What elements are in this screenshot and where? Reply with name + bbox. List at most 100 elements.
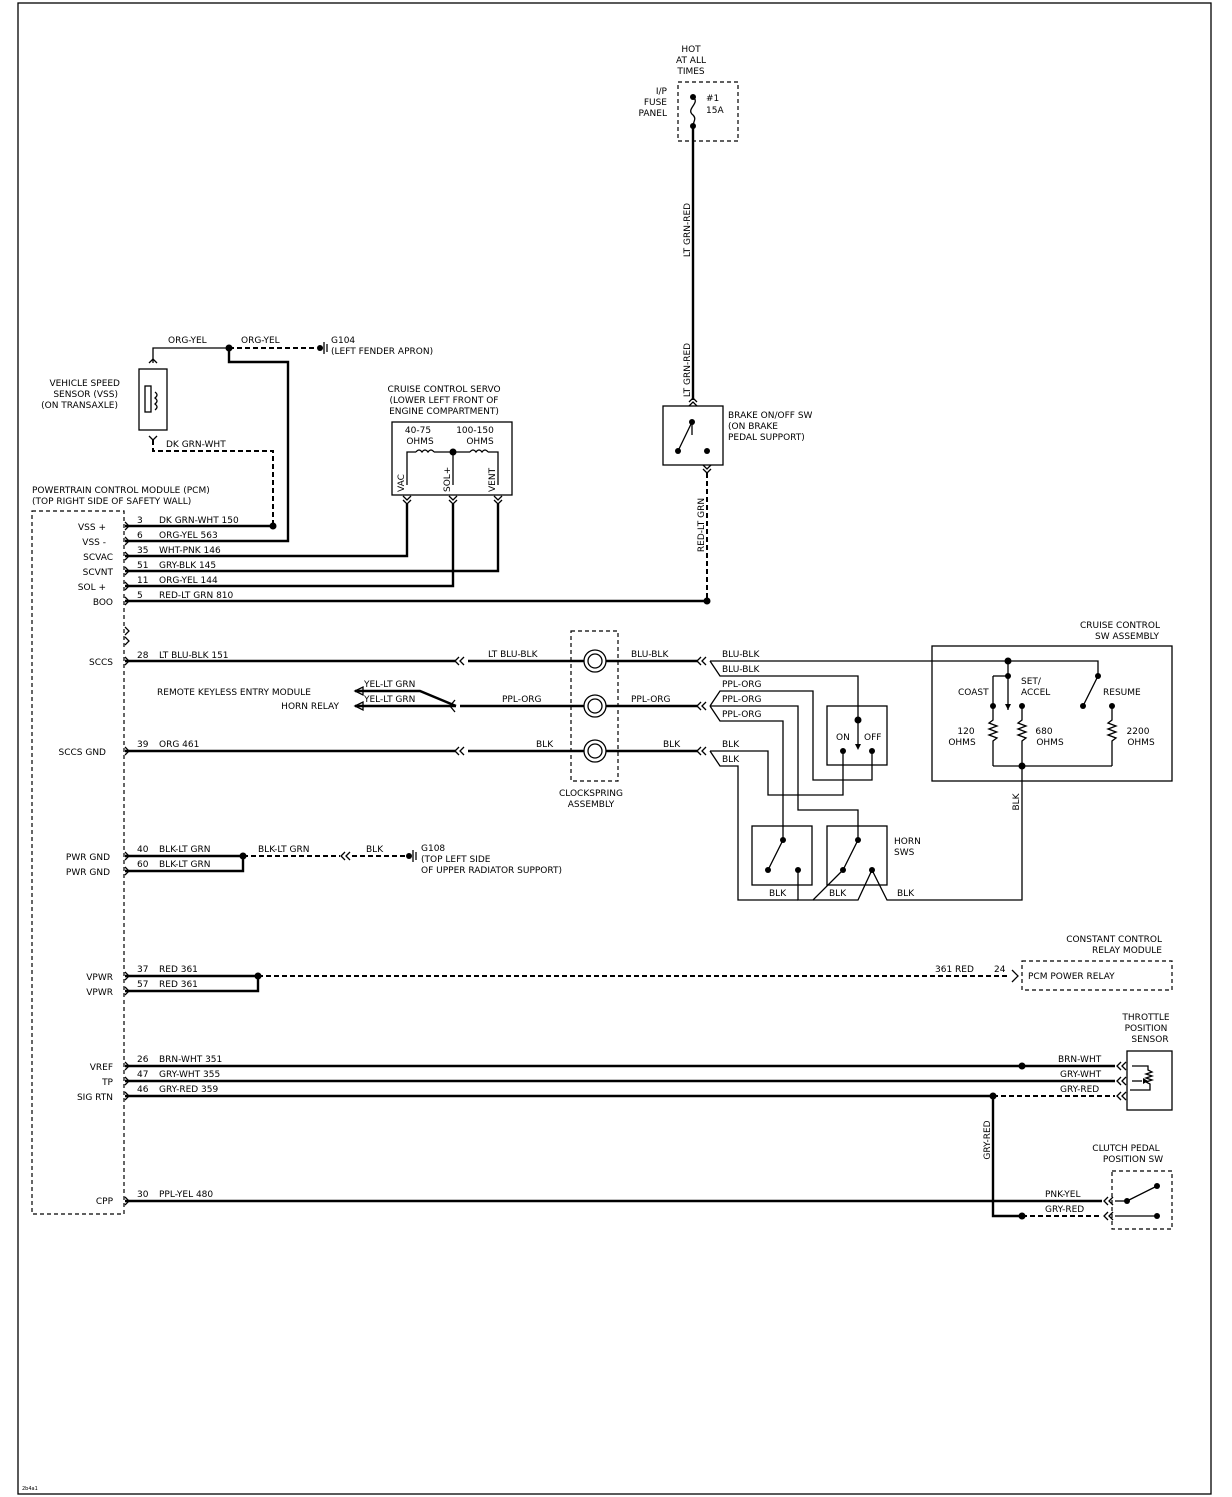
g108-location-1: (TOP LEFT SIDE: [421, 855, 491, 865]
pcm-pin-name: SOL +: [78, 583, 106, 593]
pcm-pin-number: 39: [137, 740, 149, 750]
pcm-pin-name: SIG RTN: [77, 1093, 113, 1103]
fuse-at-all-label: AT ALL: [676, 56, 706, 66]
cruise-coast-label: COAST: [958, 688, 989, 698]
cruise-resume-label: RESUME: [1103, 688, 1141, 698]
pcm-pin-wire: LT BLU-BLK 151: [159, 651, 229, 661]
cruise-r1-unit: OHMS: [948, 738, 976, 748]
g108-ground: BLK-LT GRN BLK G108 (TOP LEFT SIDE OF UP…: [125, 844, 562, 876]
pcm-pin-wire: ORG-YEL 563: [159, 531, 218, 541]
pcm-pin-number: 26: [137, 1055, 149, 1065]
clockspring-label-1: CLOCKSPRING: [559, 789, 623, 799]
tps-label-3: SENSOR: [1131, 1035, 1168, 1045]
tps-label-2: POSITION: [1125, 1024, 1168, 1034]
fuse-fuse-label: FUSE: [644, 98, 667, 108]
sw-wire-g: BLK: [722, 755, 740, 765]
pcm-pin-name: SCCS: [89, 658, 113, 668]
servo-label-3: ENGINE COMPARTMENT): [389, 407, 499, 417]
vss-label-3: (ON TRANSAXLE): [41, 401, 118, 411]
power-relay: 361 RED 24 CONSTANT CONTROL RELAY MODULE…: [125, 935, 1173, 993]
pcm-pin-name: VSS -: [82, 538, 106, 548]
horn-label-2: SWS: [894, 848, 915, 858]
servo-r2-value: 100-150: [456, 426, 494, 436]
pcm-pin-wire: WHT-PNK 146: [159, 546, 221, 556]
cruise-servo: CRUISE CONTROL SERVO (LOWER LEFT FRONT O…: [125, 385, 513, 588]
cpp-vert-wire: GRY-RED: [983, 1120, 993, 1159]
page-frame: [17, 2, 1212, 1495]
sw-wire-d: PPL-ORG: [722, 695, 762, 705]
rke-wire-1: YEL-LT GRN: [363, 680, 415, 690]
cruise-sw-label-2: SW ASSEMBLY: [1095, 632, 1160, 642]
pcm-module: POWERTRAIN CONTROL MODULE (PCM) (TOP RIG…: [31, 486, 711, 1215]
cruise-switch-assembly: CRUISE CONTROL SW ASSEMBLY COAST SET/ AC…: [931, 621, 1173, 782]
pcm-pin-wire: GRY-BLK 145: [159, 561, 216, 571]
pcm-pin-number: 11: [137, 576, 148, 586]
rke-label-1: REMOTE KEYLESS ENTRY MODULE: [157, 688, 311, 698]
g104-location: (LEFT FENDER APRON): [331, 347, 433, 357]
wire-brake-out-label: RED-LT GRN: [697, 498, 707, 552]
servo-pin-sol: SOL+: [443, 467, 453, 492]
pcm-pin-number: 5: [137, 591, 143, 601]
pcm-pin-name: VPWR: [86, 988, 113, 998]
cs-wire-3-right: BLK: [663, 740, 681, 750]
pcm-pin-wire: RED 361: [159, 965, 198, 975]
pcm-pin-name: CPP: [96, 1197, 114, 1207]
pcm-pin-number: 35: [137, 546, 148, 556]
cruise-set-label-2: ACCEL: [1021, 688, 1050, 698]
brake-switch: BRAKE ON/OFF SW (ON BRAKE PEDAL SUPPORT)…: [662, 397, 813, 601]
cs-wire-2-right: PPL-ORG: [631, 695, 671, 705]
throttle-position-sensor: THROTTLE POSITION SENSOR BRN-WHT GRY-WHT…: [125, 1013, 1173, 1111]
pcm-pin-name: BOO: [93, 598, 113, 608]
cs-wire-1-left: LT BLU-BLK: [488, 650, 539, 660]
pcm-pin-name: TP: [101, 1078, 113, 1088]
cs-wire-2-left: PPL-ORG: [502, 695, 542, 705]
fuse-times-label: TIMES: [676, 67, 705, 77]
tps-wire-1: BRN-WHT: [1058, 1055, 1102, 1065]
g108-wire-2: BLK: [366, 845, 384, 855]
servo-r1-value: 40-75: [405, 426, 431, 436]
relay-wire: 361 RED: [935, 965, 974, 975]
switch-off-label: OFF: [864, 733, 881, 743]
servo-r1-unit: OHMS: [406, 437, 434, 447]
footer-code: 2b4a1: [22, 1486, 38, 1492]
pcm-pin-number: 30: [137, 1190, 149, 1200]
clockspring-label-2: ASSEMBLY: [568, 800, 615, 810]
pcm-pin-number: 40: [137, 845, 149, 855]
vehicle-speed-sensor: VEHICLE SPEED SENSOR (VSS) (ON TRANSAXLE…: [41, 336, 433, 543]
sw-wire-b: BLU-BLK: [722, 665, 760, 675]
steering-wiring: BLU-BLK BLU-BLK PPL-ORG PPL-ORG PPL-ORG …: [709, 650, 1008, 901]
fuse-amps: 15A: [706, 106, 724, 116]
cpp-wire-1: PNK-YEL: [1045, 1190, 1081, 1200]
relay-label-1: CONSTANT CONTROL: [1066, 935, 1162, 945]
sw-wire-a: BLU-BLK: [722, 650, 760, 660]
g108-id: G108: [421, 844, 445, 854]
pcm-pin-wire: PPL-YEL 480: [159, 1190, 213, 1200]
cruise-r3-value: 2200: [1127, 727, 1150, 737]
servo-pin-vent: VENT: [488, 467, 498, 492]
pcm-pin-wire: ORG 461: [159, 740, 199, 750]
cruise-r3-unit: OHMS: [1127, 738, 1155, 748]
pcm-pin-wire: DK GRN-WHT 150: [159, 516, 239, 526]
pcm-pin-number: 46: [137, 1085, 149, 1095]
horn-switches: HORN SWS BLK BLK BLK BLK: [751, 766, 1023, 901]
pcm-pin-name: PWR GND: [66, 853, 110, 863]
servo-label-1: CRUISE CONTROL SERVO: [387, 385, 500, 395]
vss-label-2: SENSOR (VSS): [53, 390, 118, 400]
pcm-pin-number: 47: [137, 1070, 148, 1080]
pcm-pin-wire: BLK-LT GRN: [159, 860, 211, 870]
cruise-sw-label-1: CRUISE CONTROL: [1080, 621, 1160, 631]
pcm-pin-number: 60: [137, 860, 149, 870]
brake-label-3: PEDAL SUPPORT): [728, 433, 805, 443]
relay-name: PCM POWER RELAY: [1028, 972, 1115, 982]
vss-wire-bottom: DK GRN-WHT: [166, 440, 226, 450]
cpp-label-2: POSITION SW: [1103, 1155, 1163, 1165]
pcm-pin-wire: GRY-RED 359: [159, 1085, 219, 1095]
brake-label-2: (ON BRAKE: [728, 422, 778, 432]
pcm-pin-name: VSS +: [78, 523, 106, 533]
fuse-ip-label: I/P: [656, 87, 668, 97]
pcm-pin-wire: BRN-WHT 351: [159, 1055, 222, 1065]
horn-wire-2: BLK: [829, 889, 847, 899]
pcm-pin-name: SCVNT: [83, 568, 114, 578]
fuse-panel-box: [677, 81, 739, 142]
cpp-label-1: CLUTCH PEDAL: [1092, 1144, 1159, 1154]
